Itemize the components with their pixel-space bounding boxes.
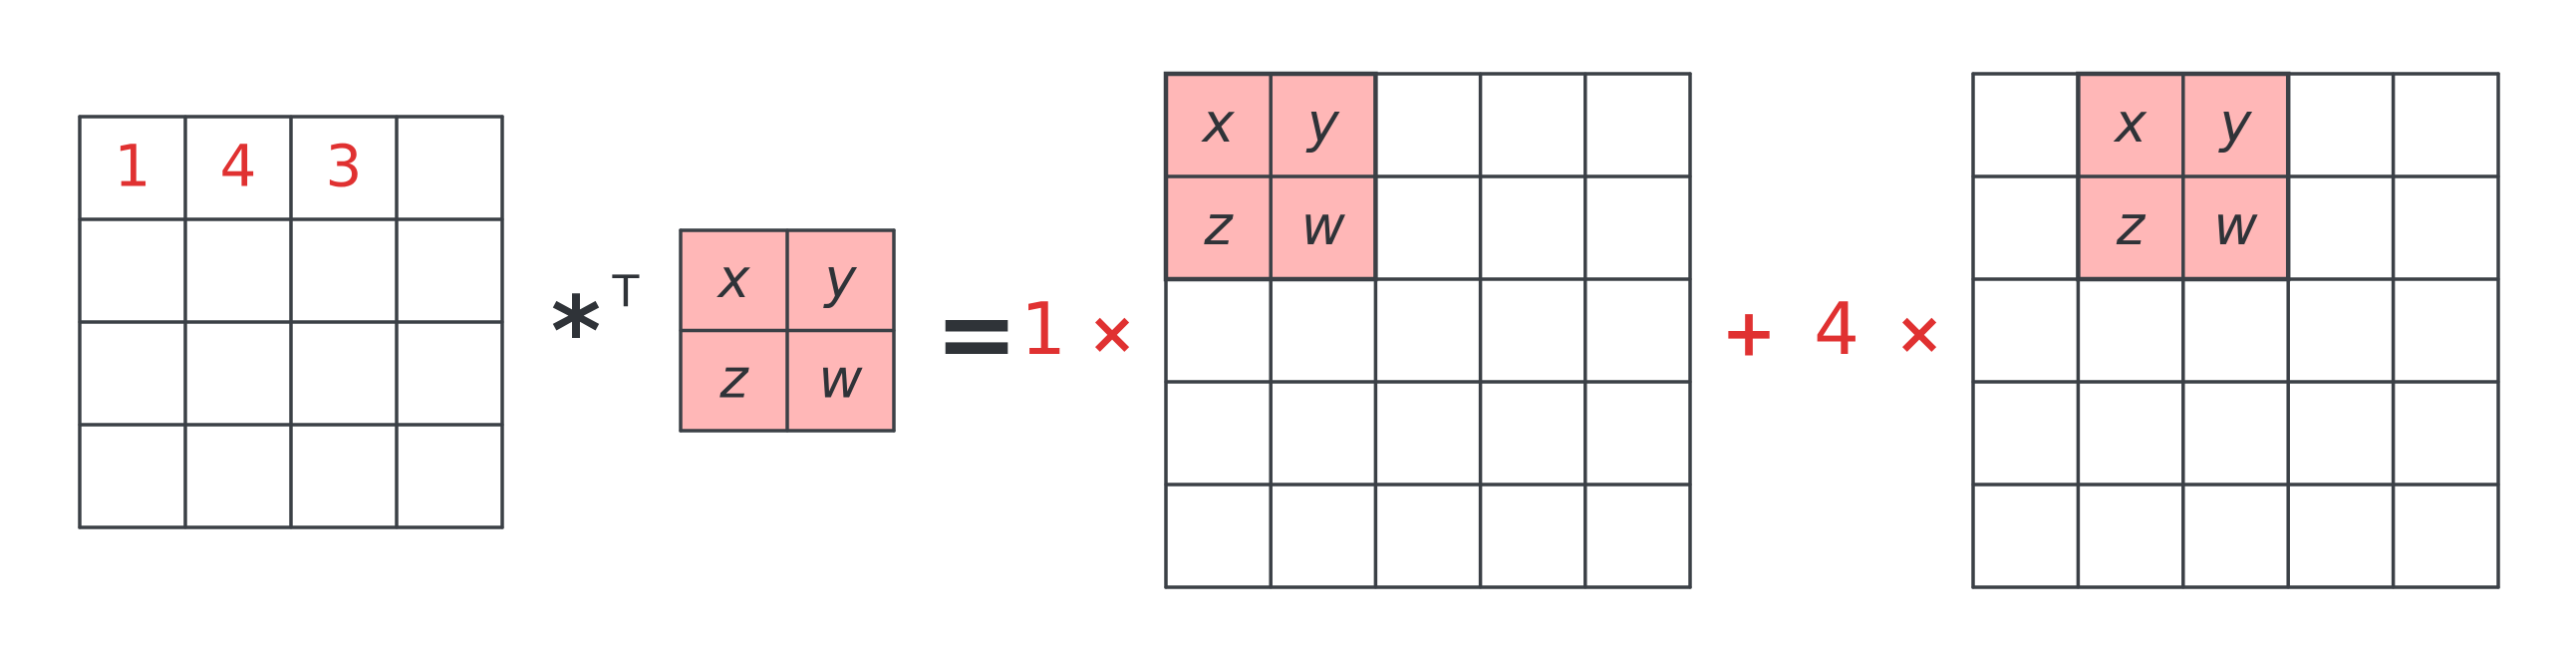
input-cell-value: 1 bbox=[115, 133, 151, 200]
output-grid-2-kernel-cell-z: z bbox=[2116, 194, 2147, 257]
output-grid-1-kernel-cell-fill bbox=[1271, 74, 1376, 176]
output-grid-2-kernel-outline bbox=[2076, 71, 2291, 282]
output-grid-1-kernel-cell-x: x bbox=[1201, 92, 1236, 155]
plus-sign: + bbox=[1721, 295, 1776, 372]
output-grid-2: x y z w bbox=[1971, 71, 2500, 589]
input-grid: 1 4 3 bbox=[78, 115, 504, 529]
output-grid-1-kernel-cell-fill bbox=[1271, 176, 1376, 279]
kernel-cell-fill bbox=[681, 330, 787, 431]
times-sign-2: × bbox=[1895, 299, 1944, 367]
equals-sign: = bbox=[935, 276, 1018, 393]
kernel-cell-fill bbox=[787, 330, 894, 431]
kernel-cell-fill bbox=[681, 230, 787, 331]
coefficient-1: 1 bbox=[1020, 287, 1066, 371]
output-grid-1: x y z w bbox=[1163, 71, 1692, 589]
output-grid-2-kernel-cell-x: x bbox=[2113, 92, 2147, 155]
input-cell-value: 4 bbox=[220, 133, 257, 200]
output-grid-2-kernel-cell-y: y bbox=[2218, 92, 2253, 155]
kernel-grid: x y z w bbox=[679, 228, 896, 433]
kernel-cell-y: y bbox=[823, 247, 858, 310]
output-grid-1-kernel-cell-w: w bbox=[1301, 194, 1346, 257]
output-grid-2-kernel-cell-w: w bbox=[2213, 194, 2258, 257]
input-cell-value: 3 bbox=[326, 133, 363, 200]
output-grid-2-kernel-cell-fill bbox=[2078, 74, 2183, 176]
output-grid-2-kernel-cell-fill bbox=[2078, 176, 2183, 279]
kernel-cell-fill bbox=[787, 230, 894, 331]
kernel-cell-x: x bbox=[716, 247, 751, 310]
kernel-cell-z: z bbox=[718, 347, 749, 410]
times-sign-1: × bbox=[1088, 299, 1137, 367]
output-grid-1-kernel-cell-y: y bbox=[1305, 92, 1340, 155]
output-grid-1-kernel-cell-z: z bbox=[1203, 194, 1234, 257]
output-grid-1-kernel-outline bbox=[1163, 71, 1378, 282]
output-grid-1-kernel-cell-fill bbox=[1166, 176, 1272, 279]
transpose-superscript: T bbox=[612, 267, 640, 318]
output-grid-1-kernel-cell-fill bbox=[1166, 74, 1272, 176]
output-grid-2-kernel-cell-fill bbox=[2182, 74, 2289, 176]
coefficient-4: 4 bbox=[1814, 287, 1860, 371]
output-grid-2-kernel-cell-fill bbox=[2182, 176, 2289, 279]
kernel-cell-w: w bbox=[818, 347, 863, 410]
convolution-operator: * bbox=[551, 276, 601, 388]
